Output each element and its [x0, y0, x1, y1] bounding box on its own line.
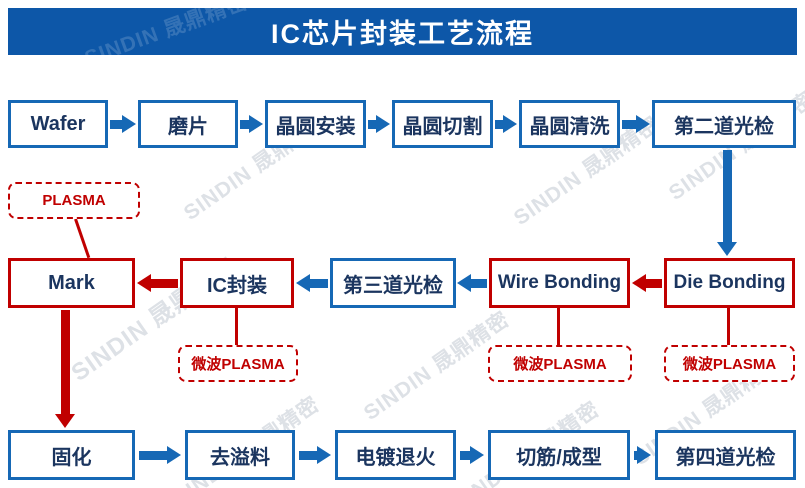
step-deflash: 去溢料: [185, 430, 295, 480]
arrow-cleaning-to-inspection2: [622, 115, 650, 133]
arrow-shaft: [495, 119, 503, 129]
step-die-bonding: Die Bonding: [664, 258, 795, 308]
arrow-icpackaging-to-mark: [137, 274, 178, 292]
step-wafer-mount: 晶圆安装: [265, 100, 366, 148]
step-wire-bonding: Wire Bonding: [489, 258, 630, 308]
step-second-inspection: 第二道光检: [652, 100, 796, 148]
arrow-head-icon: [167, 446, 181, 464]
arrow-wirebonding-to-inspection3: [457, 274, 487, 292]
step-grinding: 磨片: [138, 100, 238, 148]
plasma-box: PLASMA: [8, 182, 140, 219]
step-wafer: Wafer: [8, 100, 108, 148]
step-trim-form: 切筋/成型: [488, 430, 630, 480]
arrow-mount-to-dicing: [368, 115, 390, 133]
arrow-shaft: [60, 310, 70, 414]
mw-plasma-wire-box: 微波PLASMA: [488, 345, 632, 382]
arrow-shaft: [139, 450, 167, 460]
arrow-head-icon: [122, 115, 136, 133]
arrow-head-icon: [470, 446, 484, 464]
arrow-shaft: [634, 450, 637, 460]
arrow-head-icon: [503, 115, 517, 133]
arrow-diebonding-to-wirebonding: [632, 274, 662, 292]
mw-plasma-ic-box: 微波PLASMA: [178, 345, 298, 382]
arrow-plating-to-trimform: [460, 446, 484, 464]
arrow-dicing-to-cleaning: [495, 115, 517, 133]
arrow-shaft: [722, 150, 732, 242]
arrow-head-icon: [376, 115, 390, 133]
arrow-inspection3-to-icpackaging: [296, 274, 328, 292]
step-wafer-cleaning: 晶圆清洗: [519, 100, 620, 148]
arrow-grinding-to-mount: [240, 115, 263, 133]
page-title: IC芯片封装工艺流程: [8, 8, 797, 55]
arrow-shaft: [240, 119, 249, 129]
step-third-inspection: 第三道光检: [330, 258, 456, 308]
arrow-mark-to-curing: [55, 310, 75, 428]
arrow-head-icon: [457, 274, 471, 292]
arrow-shaft: [622, 119, 636, 129]
arrow-head-icon: [55, 414, 75, 428]
arrow-shaft: [471, 278, 487, 288]
arrow-head-icon: [636, 115, 650, 133]
arrow-head-icon: [637, 446, 651, 464]
arrow-shaft: [299, 450, 317, 460]
arrow-shaft: [151, 278, 178, 288]
arrow-head-icon: [717, 242, 737, 256]
arrow-shaft: [460, 450, 470, 460]
arrow-inspection2-to-diebonding: [717, 150, 737, 256]
arrow-shaft: [368, 119, 376, 129]
arrow-trimform-to-inspection4: [634, 446, 651, 464]
connector-diebonding-to-mwplasma: [727, 308, 730, 345]
connector-wirebonding-to-mwplasma: [557, 308, 560, 345]
step-curing: 固化: [8, 430, 135, 480]
step-ic-packaging: IC封装: [180, 258, 294, 308]
step-fourth-inspection: 第四道光检: [655, 430, 796, 480]
step-wafer-dicing: 晶圆切割: [392, 100, 493, 148]
arrow-shaft: [110, 119, 122, 129]
step-mark: Mark: [8, 258, 135, 308]
arrow-head-icon: [137, 274, 151, 292]
arrow-curing-to-deflash: [139, 446, 181, 464]
arrow-shaft: [646, 278, 662, 288]
arrow-head-icon: [317, 446, 331, 464]
arrow-deflash-to-plating: [299, 446, 331, 464]
step-plating-anneal: 电镀退火: [335, 430, 456, 480]
arrow-head-icon: [249, 115, 263, 133]
arrow-wafer-to-grinding: [110, 115, 136, 133]
arrow-head-icon: [632, 274, 646, 292]
arrow-shaft: [310, 278, 328, 288]
arrow-head-icon: [296, 274, 310, 292]
connector-icpackaging-to-mwplasma: [235, 308, 238, 345]
connector-plasma-to-mark: [74, 218, 91, 259]
mw-plasma-die-box: 微波PLASMA: [664, 345, 795, 382]
